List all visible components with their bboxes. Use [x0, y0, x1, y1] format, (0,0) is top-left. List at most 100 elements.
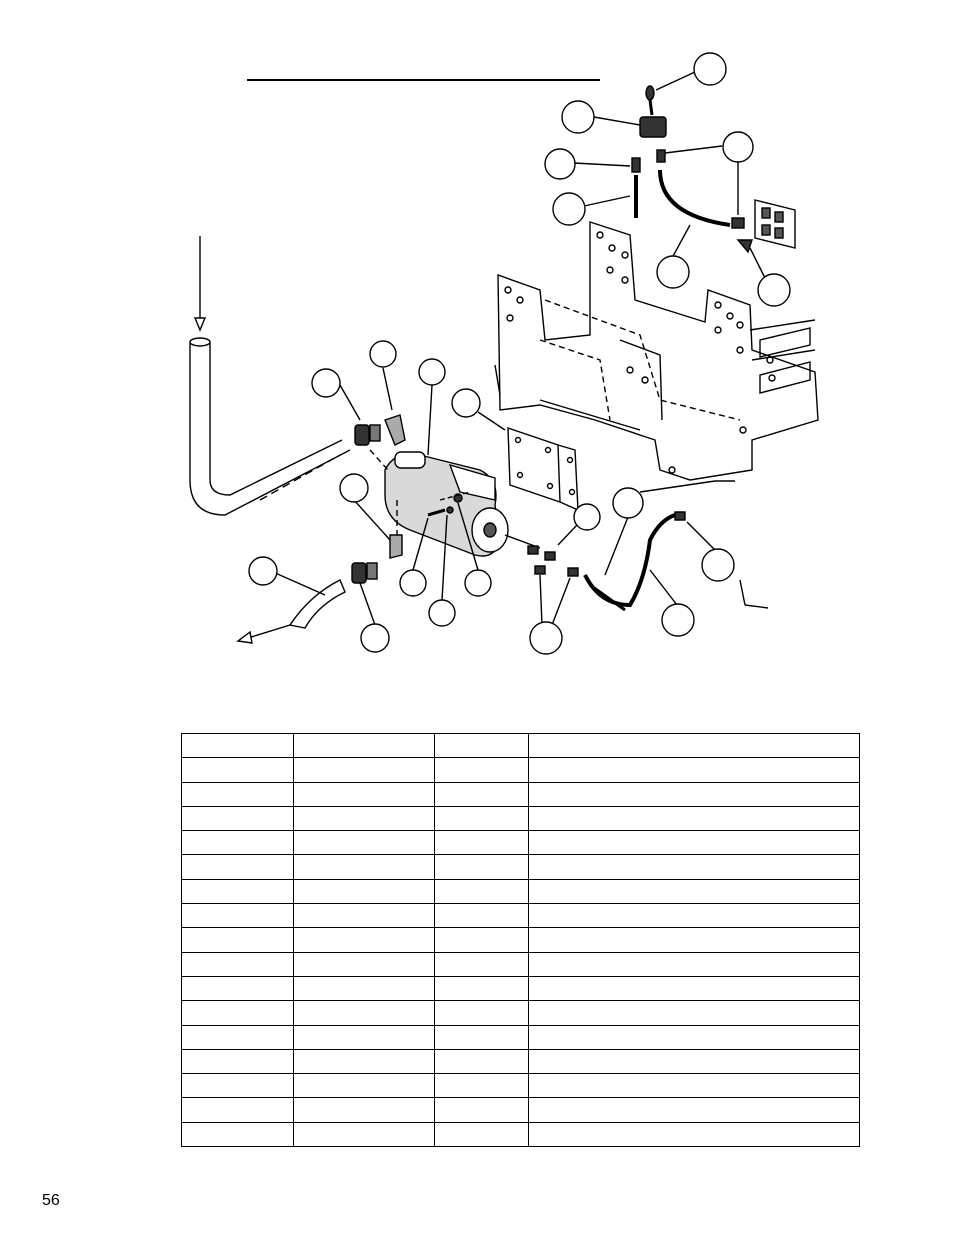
table-cell [293, 927, 435, 953]
table-row [181, 1097, 860, 1123]
table-cell [293, 854, 435, 880]
table-cell [293, 1024, 435, 1050]
table-cell [528, 1073, 860, 1099]
table-cell [434, 1121, 529, 1148]
table-cell [181, 1097, 294, 1123]
table-cell [181, 830, 294, 856]
table-cell [181, 975, 294, 1002]
table-cell [528, 757, 860, 783]
table-cell [528, 805, 860, 832]
table-cell [528, 878, 860, 905]
screws [427, 491, 471, 517]
table-cell [293, 1121, 435, 1148]
table-row [181, 878, 860, 905]
table-cell [293, 1097, 435, 1123]
table-row [181, 805, 860, 832]
table-row [181, 1048, 860, 1075]
table-row [181, 1121, 860, 1148]
table-cell [181, 903, 294, 929]
table-cell [293, 878, 435, 905]
table-cell [434, 975, 529, 1002]
table-cell [293, 975, 435, 1002]
table-cell [434, 1024, 529, 1050]
table-cell [528, 927, 860, 953]
table-cell [181, 1048, 294, 1075]
inlet-hose [189, 236, 351, 516]
table-cell [434, 757, 529, 783]
table-header-cell [181, 732, 294, 759]
table-cell [528, 830, 860, 856]
table-row [181, 1073, 860, 1099]
table-cell [434, 854, 529, 880]
table-row [181, 1024, 860, 1050]
table-cell [181, 951, 294, 977]
table-row [181, 781, 860, 807]
table-cell [528, 1097, 860, 1123]
table-cell [181, 1000, 294, 1026]
table-cell [434, 903, 529, 929]
table-cell [181, 1024, 294, 1050]
table-row [181, 927, 860, 953]
table-cell [181, 757, 294, 783]
table-cell [181, 878, 294, 905]
table-cell [434, 1097, 529, 1123]
table-row [181, 975, 860, 1002]
table-cell [293, 1000, 435, 1026]
table-cell [434, 830, 529, 856]
table-header-cell [528, 732, 860, 759]
parts-table-body [181, 732, 860, 1148]
table-cell [181, 805, 294, 832]
table-cell [293, 757, 435, 783]
table-cell [434, 927, 529, 953]
table-cell [528, 903, 860, 929]
table-row [181, 830, 860, 856]
table-cell [528, 1048, 860, 1075]
table-cell [293, 1048, 435, 1075]
table-cell [434, 781, 529, 807]
pump-fittings [351, 414, 406, 584]
table-cell [181, 781, 294, 807]
table-row [181, 951, 860, 977]
table-cell [293, 805, 435, 832]
table-cell [434, 805, 529, 832]
table-cell [434, 1048, 529, 1075]
leader-lines [272, 71, 767, 626]
table-cell [181, 854, 294, 880]
table-cell [528, 854, 860, 880]
table-cell [434, 878, 529, 905]
table-cell [434, 951, 529, 977]
table-cell [528, 951, 860, 977]
switch-assembly [631, 85, 796, 254]
table-cell [528, 1024, 860, 1050]
outlet-hose [236, 579, 346, 644]
table-header-cell [434, 732, 529, 759]
table-row [181, 903, 860, 929]
table-cell [528, 1121, 860, 1148]
parts-table [181, 732, 860, 1148]
page-number: 56 [42, 1192, 60, 1209]
table-cell [528, 975, 860, 1002]
mounting-frame [494, 221, 819, 481]
table-cell [293, 903, 435, 929]
exploded-parts-diagram [189, 52, 819, 655]
mounting-plate [507, 427, 579, 512]
table-cell [293, 1073, 435, 1099]
wire-harness-lower [527, 480, 769, 612]
table-cell [528, 781, 860, 807]
table-cell [181, 1121, 294, 1148]
table-cell [434, 1073, 529, 1099]
table-row [181, 854, 860, 880]
table-header-cell [293, 732, 435, 759]
pump-assembly [384, 451, 541, 557]
table-cell [293, 781, 435, 807]
table-cell [181, 1073, 294, 1099]
table-cell [434, 1000, 529, 1026]
table-row [181, 757, 860, 783]
table-cell [293, 830, 435, 856]
callout-balloons [248, 52, 791, 655]
table-row [181, 1000, 860, 1026]
table-cell [528, 1000, 860, 1026]
table-cell [293, 951, 435, 977]
table-cell [181, 927, 294, 953]
table-header-row [181, 732, 860, 759]
